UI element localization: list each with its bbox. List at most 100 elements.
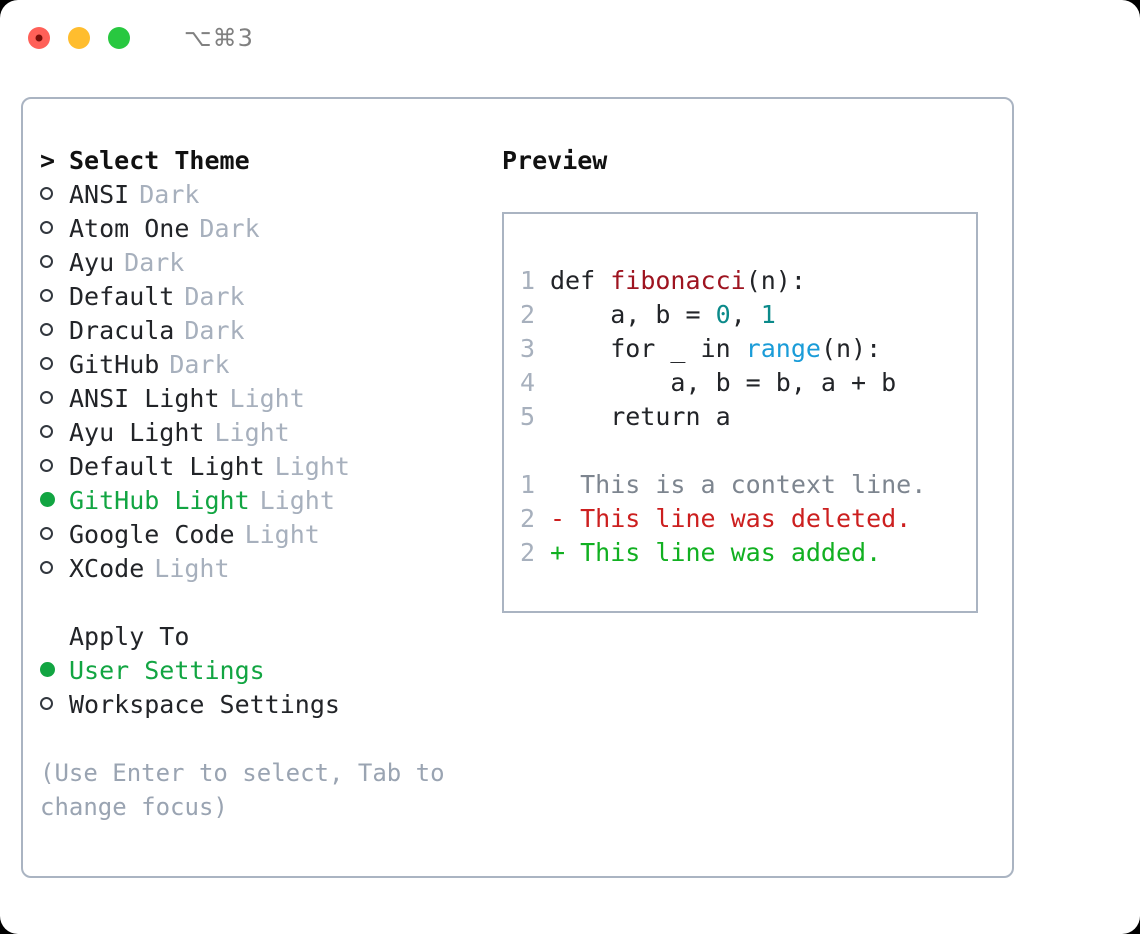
theme-label: GitHub Light	[69, 486, 250, 515]
heading-marker: >	[40, 146, 56, 175]
theme-option[interactable]: Ayu Light Light	[40, 416, 487, 450]
apply-to-label: Workspace Settings	[69, 690, 340, 719]
theme-variant-label: Dark	[184, 282, 245, 311]
radio-dot	[40, 323, 53, 336]
radio-dot	[40, 697, 53, 710]
code-token: for _ in	[550, 334, 746, 363]
radio-dot	[40, 255, 53, 268]
code-line: 2 a, b = 0, 1	[520, 298, 976, 332]
theme-label: Default	[69, 282, 175, 311]
theme-label: Google Code	[69, 520, 235, 549]
select-theme-heading: > Select Theme	[40, 144, 487, 178]
diff-line: 1 This is a context line.	[520, 468, 976, 502]
radio-dot	[40, 357, 53, 370]
theme-label: XCode	[69, 554, 145, 583]
theme-variant-label: Light	[244, 520, 320, 549]
theme-option[interactable]: Dracula Dark	[40, 314, 487, 348]
radio-dot	[40, 425, 53, 438]
diff-line: 2 + This line was added.	[520, 536, 976, 570]
radio-dot	[40, 391, 53, 404]
code-line-content: a, b = 0, 1	[550, 298, 776, 332]
theme-label: Ayu Light	[69, 418, 205, 447]
line-number: 2	[520, 300, 536, 329]
apply-to-option[interactable]: User Settings	[40, 654, 487, 688]
theme-label: Ayu	[69, 248, 115, 277]
minimize-window-button[interactable]	[68, 27, 90, 49]
radio-dot	[40, 492, 55, 507]
theme-variant-label: Dark	[139, 180, 200, 209]
keyboard-shortcut-label: ⌥⌘3	[184, 24, 254, 52]
radio-dot	[40, 289, 53, 302]
line-number: 2	[520, 504, 536, 533]
code-line-content: return a	[550, 400, 731, 434]
radio-dot	[40, 221, 53, 234]
close-window-button[interactable]	[28, 27, 50, 49]
maximize-window-button[interactable]	[108, 27, 130, 49]
theme-label: ANSI	[69, 180, 130, 209]
radio-dot	[40, 459, 53, 472]
code-token: 0	[715, 300, 731, 329]
theme-variant-label: Light	[214, 418, 290, 447]
preview-heading: Preview	[502, 146, 608, 175]
theme-label: Dracula	[69, 316, 175, 345]
code-token: fibonacci	[610, 266, 746, 295]
keyboard-hint-text: (Use Enter to select, Tab to change focu…	[40, 759, 460, 821]
theme-variant-label: Dark	[169, 350, 230, 379]
diff-sample: 1 This is a context line.2- This line wa…	[520, 468, 976, 570]
code-token: a, b =	[550, 300, 716, 329]
apply-to-option[interactable]: Workspace Settings	[40, 688, 487, 722]
code-line: 5 return a	[520, 400, 976, 434]
diff-line-content: This is a context line.	[550, 470, 927, 499]
hint-spacer	[40, 722, 487, 756]
theme-label: Default Light	[69, 452, 265, 481]
line-number: 1	[520, 470, 536, 499]
radio-dot	[40, 561, 53, 574]
line-number: 1	[520, 266, 536, 295]
radio-dot	[40, 527, 53, 540]
line-number: 2	[520, 538, 536, 567]
theme-option[interactable]: GitHub Light Light	[40, 484, 487, 518]
theme-option[interactable]: ANSI Dark	[40, 178, 487, 212]
diff-line-content: + This line was added.	[550, 538, 882, 567]
code-line-content: def fibonacci(n):	[550, 264, 806, 298]
code-token: range	[745, 334, 821, 363]
diff-line-content: - This line was deleted.	[550, 504, 912, 533]
titlebar: ⌥⌘3	[0, 0, 1140, 76]
theme-label: ANSI Light	[69, 384, 220, 413]
theme-option[interactable]: Google Code Light	[40, 518, 487, 552]
theme-option[interactable]: Default Dark	[40, 280, 487, 314]
code-token: 1	[760, 300, 776, 329]
radio-dot	[40, 662, 55, 677]
code-token: def	[550, 266, 611, 295]
radio-dot	[40, 187, 53, 200]
theme-variant-label: Dark	[199, 214, 260, 243]
window-controls	[28, 27, 130, 49]
code-diff-separator	[520, 434, 976, 468]
line-number: 4	[520, 368, 536, 397]
diff-line: 2 - This line was deleted.	[520, 502, 976, 536]
code-token: (n):	[745, 266, 806, 295]
theme-variant-label: Dark	[184, 316, 245, 345]
code-token: return a	[550, 402, 731, 431]
select-theme-heading-label: Select Theme	[69, 146, 250, 175]
code-token: ,	[730, 300, 761, 329]
code-line: 3 for _ in range(n):	[520, 332, 976, 366]
theme-option[interactable]: Atom One Dark	[40, 212, 487, 246]
theme-label: Atom One	[69, 214, 190, 243]
apply-to-label: User Settings	[69, 656, 265, 685]
code-line: 4 a, b = b, a + b	[520, 366, 976, 400]
code-line-content: for _ in range(n):	[550, 332, 881, 366]
theme-variant-label: Light	[259, 486, 335, 515]
